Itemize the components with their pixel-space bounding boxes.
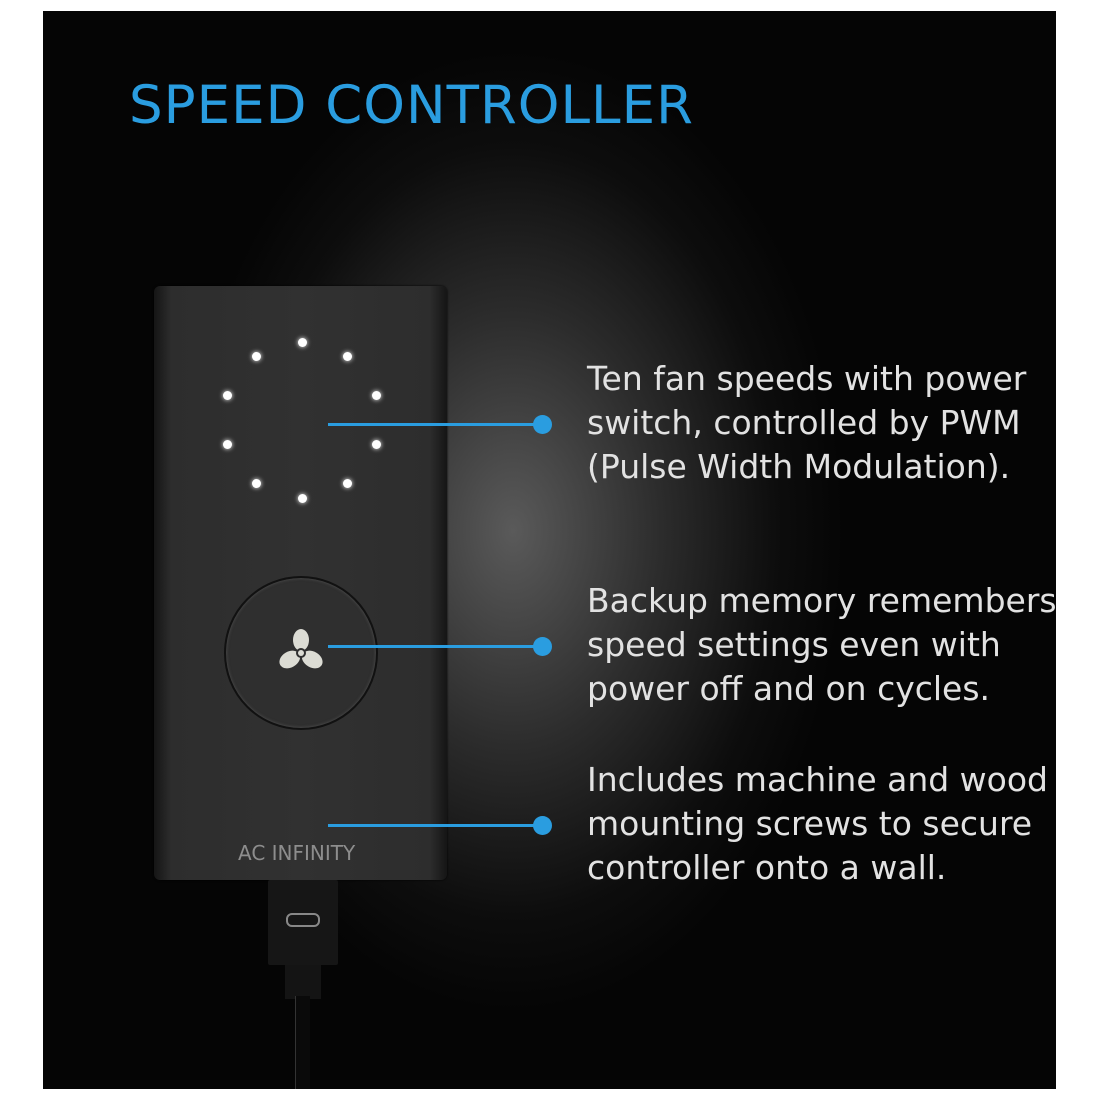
speed-led xyxy=(297,493,307,503)
fan-button[interactable] xyxy=(224,576,378,730)
callout-line-2 xyxy=(328,645,542,648)
speed-led xyxy=(251,478,261,488)
speed-led xyxy=(297,337,307,347)
speed-led xyxy=(223,391,233,401)
product-panel: SPEED CONTROLLER AC INFINITY Ten fan spe… xyxy=(43,11,1056,1089)
feature-mounting: Includes machine and wood mounting screw… xyxy=(587,758,1056,890)
feature-line: Backup memory remembers xyxy=(587,581,1056,620)
usb-c-connector xyxy=(268,880,338,965)
callout-dot-2 xyxy=(533,637,552,656)
feature-line: mounting screws to secure xyxy=(587,804,1033,843)
power-cable xyxy=(295,996,310,1089)
page-title: SPEED CONTROLLER xyxy=(129,75,694,136)
speed-led xyxy=(371,391,381,401)
brand-label: AC INFINITY xyxy=(238,841,356,865)
feature-pwm: Ten fan speeds with power switch, contro… xyxy=(587,357,1056,489)
speed-led xyxy=(251,352,261,362)
feature-line: Ten fan speeds with power xyxy=(587,359,1027,398)
feature-line: controller onto a wall. xyxy=(587,848,947,887)
speed-led xyxy=(371,439,381,449)
feature-line: Includes machine and wood xyxy=(587,760,1049,799)
callout-line-3 xyxy=(328,824,542,827)
feature-line: power off and on cycles. xyxy=(587,669,991,708)
speed-led xyxy=(343,478,353,488)
callout-dot-3 xyxy=(533,816,552,835)
speed-led xyxy=(223,439,233,449)
feature-line: switch, controlled by PWM xyxy=(587,403,1021,442)
speed-controller-device: AC INFINITY xyxy=(154,286,447,880)
callout-line-1 xyxy=(328,423,542,426)
feature-line: (Pulse Width Modulation). xyxy=(587,447,1011,486)
speed-led xyxy=(343,352,353,362)
connector-strain-relief xyxy=(285,965,321,999)
feature-memory: Backup memory remembers speed settings e… xyxy=(587,579,1056,711)
callout-dot-1 xyxy=(533,415,552,434)
usb-port-icon xyxy=(286,913,320,927)
fan-icon xyxy=(279,629,323,669)
feature-line: speed settings even with xyxy=(587,625,1001,664)
